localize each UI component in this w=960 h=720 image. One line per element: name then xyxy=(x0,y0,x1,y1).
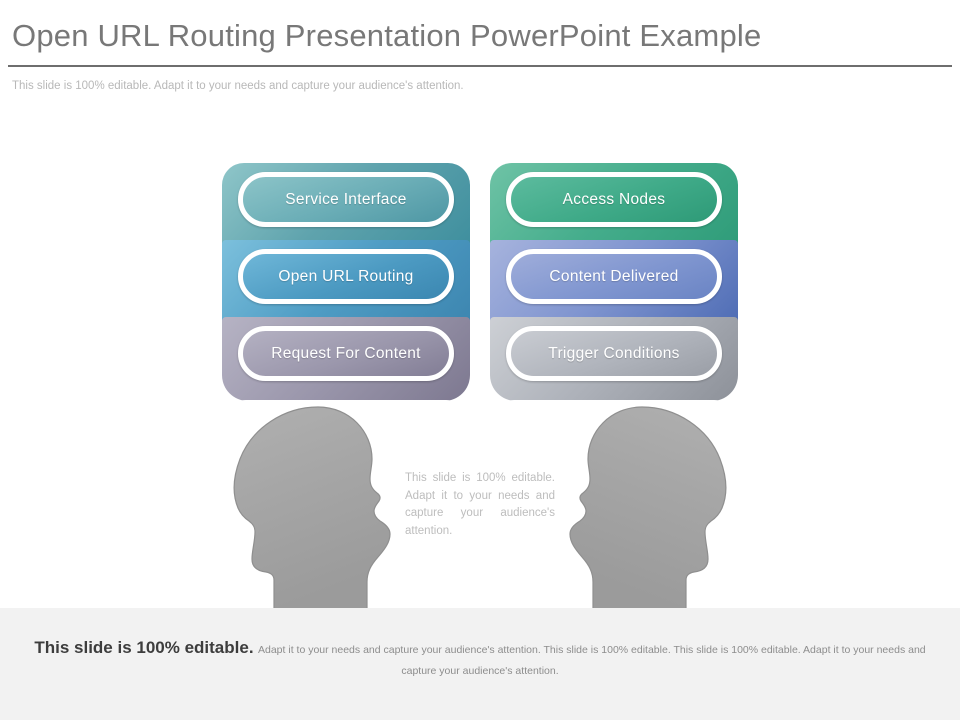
head-silhouette-left-icon xyxy=(222,404,422,609)
left-item-service-interface[interactable]: Service Interface xyxy=(238,172,454,227)
footer-band: This slide is 100% editable. Adapt it to… xyxy=(0,608,960,720)
left-stack-row-1[interactable]: Service Interface xyxy=(222,163,470,247)
right-item-access-nodes[interactable]: Access Nodes xyxy=(506,172,722,227)
right-stack-row-3[interactable]: Trigger Conditions xyxy=(490,317,738,401)
footer-text-block: This slide is 100% editable. Adapt it to… xyxy=(22,638,938,681)
left-stack-row-3[interactable]: Request For Content xyxy=(222,317,470,401)
left-item-request-for-content[interactable]: Request For Content xyxy=(238,326,454,381)
page-title: Open URL Routing Presentation PowerPoint… xyxy=(12,18,762,53)
right-stack: Access Nodes Content Delivered Trigger C… xyxy=(490,163,738,415)
page-subtitle: This slide is 100% editable. Adapt it to… xyxy=(12,80,464,92)
right-stack-row-1[interactable]: Access Nodes xyxy=(490,163,738,247)
left-stack: Service Interface Open URL Routing Reque… xyxy=(222,163,470,415)
footer-normal-text: Adapt it to your needs and capture your … xyxy=(258,644,926,677)
left-stack-row-2[interactable]: Open URL Routing xyxy=(222,240,470,324)
center-body-text: This slide is 100% editable. Adapt it to… xyxy=(405,472,555,537)
title-divider xyxy=(8,65,952,67)
right-item-content-delivered[interactable]: Content Delivered xyxy=(506,249,722,304)
left-item-open-url-routing[interactable]: Open URL Routing xyxy=(238,249,454,304)
head-silhouette-right-icon xyxy=(538,404,738,609)
right-item-trigger-conditions[interactable]: Trigger Conditions xyxy=(506,326,722,381)
right-stack-row-2[interactable]: Content Delivered xyxy=(490,240,738,324)
footer-strong-text: This slide is 100% editable. xyxy=(34,638,254,657)
